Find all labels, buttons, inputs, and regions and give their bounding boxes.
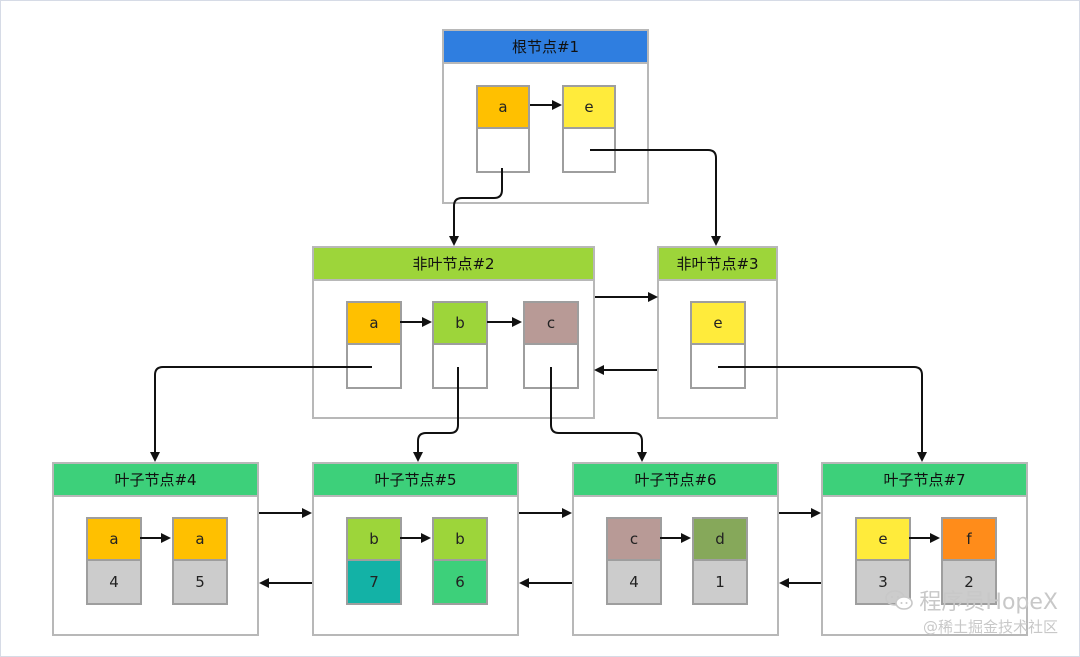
entry-pointer	[478, 129, 528, 171]
watermark-author: 程序员HopeX	[919, 590, 1058, 615]
leaf-node-4: 叶子节点#4 a 4 a 5	[52, 462, 259, 636]
entry-key: c	[525, 303, 577, 345]
entry-key: e	[564, 87, 614, 129]
leaf-record-d-1: d 1	[692, 517, 748, 605]
leaf-record-e-3: e 3	[855, 517, 911, 605]
record-value: 4	[608, 561, 660, 603]
record-value: 1	[694, 561, 746, 603]
watermark-site: @稀土掘金技术社区	[922, 618, 1058, 636]
root-node-1: 根节点#1 a e	[442, 29, 649, 204]
record-key: e	[857, 519, 909, 561]
record-key: a	[174, 519, 226, 561]
entry-pointer	[564, 129, 614, 171]
index-entry-a: a	[476, 85, 530, 173]
entry-key: a	[348, 303, 400, 345]
record-value: 6	[434, 561, 486, 603]
record-key: a	[88, 519, 140, 561]
leaf-node-7: 叶子节点#7 e 3 f 2	[821, 462, 1028, 636]
entry-key: e	[692, 303, 744, 345]
index-entry-a: a	[346, 301, 402, 389]
node-title: 叶子节点#4	[54, 464, 257, 497]
leaf-record-a-4: a 4	[86, 517, 142, 605]
index-entry-e: e	[562, 85, 616, 173]
watermark: 程序员HopeX @稀土掘金技术社区	[885, 584, 1058, 637]
record-key: c	[608, 519, 660, 561]
record-value: 4	[88, 561, 140, 603]
record-value: 5	[174, 561, 226, 603]
node-title: 非叶节点#2	[314, 248, 593, 281]
non-leaf-node-2: 非叶节点#2 a b c	[312, 246, 595, 419]
leaf-record-b-6: b 6	[432, 517, 488, 605]
node-title: 叶子节点#6	[574, 464, 777, 497]
node-title: 叶子节点#5	[314, 464, 517, 497]
entry-key: b	[434, 303, 486, 345]
leaf-node-6: 叶子节点#6 c 4 d 1	[572, 462, 779, 636]
leaf-record-f-2: f 2	[941, 517, 997, 605]
record-key: b	[348, 519, 400, 561]
node-title: 叶子节点#7	[823, 464, 1026, 497]
index-entry-c: c	[523, 301, 579, 389]
leaf-record-b-7: b 7	[346, 517, 402, 605]
record-value: 7	[348, 561, 400, 603]
index-entry-b: b	[432, 301, 488, 389]
entry-pointer	[525, 345, 577, 387]
record-value: 2	[943, 561, 995, 603]
node-title: 根节点#1	[444, 31, 647, 64]
leaf-record-a-5: a 5	[172, 517, 228, 605]
record-value: 3	[857, 561, 909, 603]
record-key: d	[694, 519, 746, 561]
entry-key: a	[478, 87, 528, 129]
record-key: f	[943, 519, 995, 561]
leaf-node-5: 叶子节点#5 b 7 b 6	[312, 462, 519, 636]
entry-pointer	[348, 345, 400, 387]
node-title: 非叶节点#3	[659, 248, 776, 281]
wechat-icon	[885, 590, 914, 610]
entry-pointer	[434, 345, 486, 387]
leaf-record-c-4: c 4	[606, 517, 662, 605]
non-leaf-node-3: 非叶节点#3 e	[657, 246, 778, 419]
entry-pointer	[692, 345, 744, 387]
index-entry-e: e	[690, 301, 746, 389]
record-key: b	[434, 519, 486, 561]
